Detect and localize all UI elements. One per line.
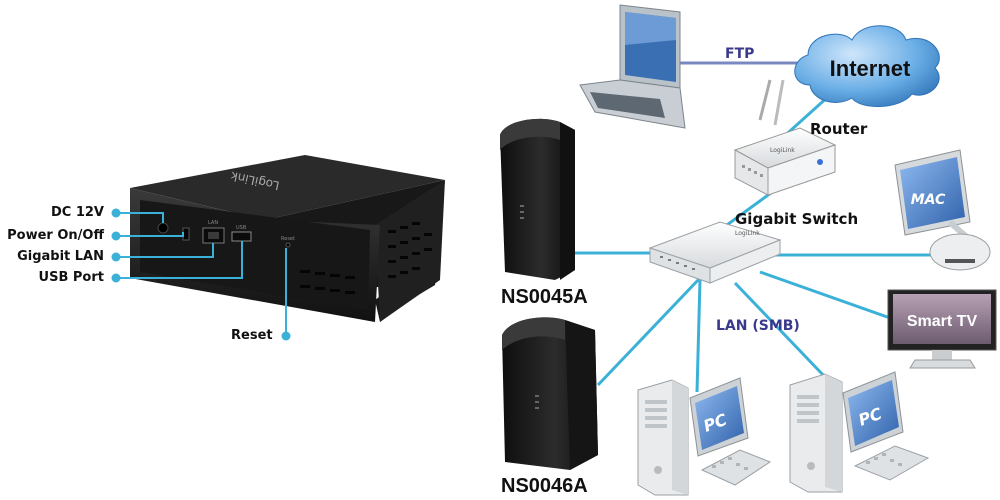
smart-tv-icon	[887, 289, 997, 369]
nas-device-front-view: LogiLink LAN USB Reset	[130, 155, 445, 322]
pc-icon-1	[637, 377, 772, 496]
lan-smb-label: LAN (SMB)	[716, 318, 800, 334]
nas-ns0046a-icon	[502, 317, 598, 470]
panel-label-reset: Reset	[281, 236, 295, 242]
label-reset: Reset	[231, 328, 273, 343]
port-callouts	[116, 212, 287, 334]
label-power-on-off: Power On/Off	[7, 228, 104, 243]
laptop-icon	[579, 4, 686, 129]
nas-ns0045a-icon	[500, 118, 575, 280]
callout-dot-power	[111, 231, 121, 241]
mac-computer-icon	[894, 149, 991, 271]
switch-brand: LogiLink	[735, 230, 760, 237]
panel-label-lan: LAN	[208, 220, 218, 226]
nas-ns0045a-label: NS0045A	[501, 286, 588, 308]
dc-power-port	[157, 222, 169, 234]
label-dc-12v: DC 12V	[50, 205, 104, 220]
label-usb-port: USB Port	[38, 270, 104, 285]
switch-label: Gigabit Switch	[735, 210, 858, 228]
network-links	[560, 93, 935, 393]
internet-label: Internet	[830, 56, 911, 81]
router-label: Router	[810, 120, 868, 138]
usb-port	[231, 231, 252, 242]
router-icon	[733, 79, 837, 196]
mac-label: MAC	[911, 192, 946, 208]
callout-dot-lan	[111, 252, 121, 262]
panel-label-usb: USB	[236, 225, 247, 231]
internet-cloud-icon	[794, 25, 940, 108]
gigabit-switch-icon	[648, 221, 782, 284]
ftp-label: FTP	[725, 46, 754, 62]
callout-dot-reset	[281, 331, 291, 341]
callout-dot-usb	[111, 273, 121, 283]
pc-icon-2	[789, 371, 930, 493]
reset-hole	[285, 242, 291, 248]
router-brand: LogiLink	[770, 147, 795, 154]
callout-dot-dc	[111, 208, 121, 218]
label-gigabit-lan: Gigabit LAN	[17, 249, 104, 264]
smart-tv-label: Smart TV	[907, 313, 978, 330]
nas-ns0046a-label: NS0046A	[501, 475, 588, 497]
